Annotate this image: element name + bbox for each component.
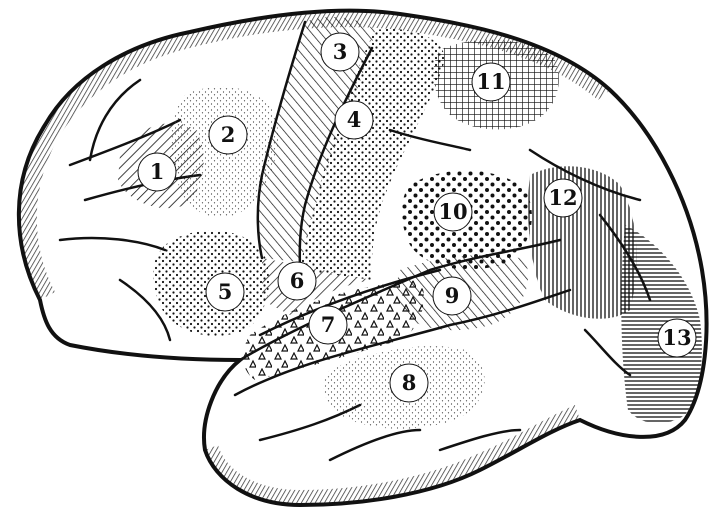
region-number: 7 xyxy=(321,312,336,337)
region-number: 5 xyxy=(218,279,233,304)
region-number: 6 xyxy=(290,268,305,293)
region-label-9: 9 xyxy=(433,277,471,315)
region-number: 8 xyxy=(402,370,417,395)
region-number: 13 xyxy=(662,325,691,350)
region-number: 10 xyxy=(438,199,467,224)
region-label-5: 5 xyxy=(206,273,244,311)
region-number: 12 xyxy=(548,185,577,210)
region-label-6: 6 xyxy=(278,262,316,300)
region-label-11: 11 xyxy=(472,63,510,101)
region-number: 3 xyxy=(333,39,348,64)
region-label-8: 8 xyxy=(390,364,428,402)
region-number: 4 xyxy=(347,107,362,132)
region-12-area xyxy=(528,166,636,318)
region-number: 9 xyxy=(445,283,460,308)
region-label-2: 2 xyxy=(209,116,247,154)
region-label-4: 4 xyxy=(335,101,373,139)
region-label-1: 1 xyxy=(138,153,176,191)
region-label-7: 7 xyxy=(309,306,347,344)
region-label-3: 3 xyxy=(321,33,359,71)
region-label-12: 12 xyxy=(544,179,582,217)
region-label-13: 13 xyxy=(658,319,696,357)
region-number: 11 xyxy=(476,69,505,94)
region-number: 1 xyxy=(150,159,165,184)
region-number: 2 xyxy=(221,122,236,147)
region-label-10: 10 xyxy=(434,193,472,231)
